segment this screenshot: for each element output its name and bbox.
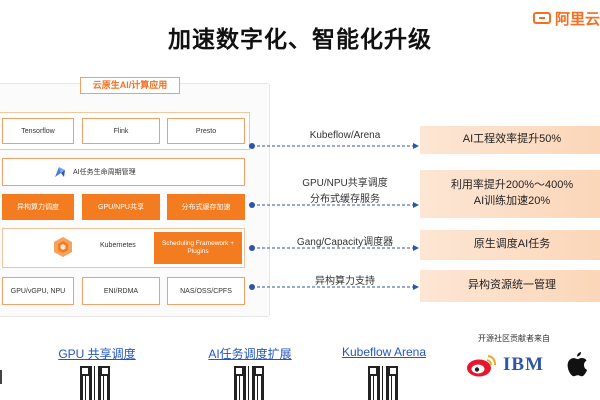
connector-kubeflow: [249, 143, 419, 149]
flow-label-scheduler: Gang/Capacity调度器: [296, 237, 394, 248]
connector-sharing: [249, 202, 419, 208]
kubernetes-hexagon-icon: [54, 237, 72, 257]
gpu-npu-sharing-box: GPU/NPU共享: [82, 194, 160, 220]
qr-code-gpu-sharing: [80, 366, 110, 400]
weibo-logo-icon: [467, 355, 496, 377]
brand-logo: 阿里云: [532, 8, 600, 28]
left-edge-marker: [0, 370, 2, 384]
ai-lifecycle-label: AI任务生命周期管理: [73, 169, 136, 176]
result-ai-efficiency: AI工程效率提升50%: [420, 126, 600, 154]
result-native-scheduling: 原生调度AI任务: [420, 230, 600, 260]
ibm-logo: IBM: [503, 355, 549, 374]
heterogeneous-scheduling-box: 异构算力调度: [2, 194, 74, 220]
kubernetes-label: Kubernetes: [100, 242, 136, 249]
connector-heterogeneous: [249, 284, 419, 290]
flow-label-sharing: GPU/NPU共享调度 分布式缓存服务: [302, 178, 388, 205]
link-ai-task-scheduling[interactable]: AI任务调度扩展: [208, 347, 292, 361]
page-title: 加速数字化、智能化升级: [168, 26, 432, 52]
infra-network-box: ENI/RDMA: [82, 277, 160, 305]
alibaba-cloud-logo-icon: [532, 12, 551, 24]
brand-logo-text: 阿里云: [554, 10, 600, 28]
framework-tensorflow: Tensorflow: [2, 118, 74, 144]
distributed-cache-box: 分布式缓存加速: [167, 194, 245, 220]
result-unified-management: 异构资源统一管理: [420, 270, 600, 302]
result-utilization: 利用率提升200%～400% AI训练加速20%: [420, 170, 600, 218]
kubeflow-icon: [55, 167, 65, 177]
ai-lifecycle-box: AI任务生命周期管理: [2, 158, 245, 186]
infra-storage-box: NAS/OSS/CPFS: [167, 277, 245, 305]
infra-gpu-box: GPU/vGPU, NPU: [2, 277, 74, 305]
link-kubeflow-arena[interactable]: Kubeflow Arena: [341, 345, 427, 359]
qr-code-ai-task-scheduling: [234, 366, 264, 400]
scheduling-framework-box: Scheduling Framework + Plugins: [154, 232, 242, 264]
contributors-title: 开源社区贡献者来自: [478, 334, 550, 343]
qr-code-kubeflow-arena: [368, 366, 398, 400]
flow-label-heterogeneous: 异构算力支持: [315, 276, 375, 287]
framework-flink: Flink: [82, 118, 160, 144]
flow-label-kubeflow: Kubeflow/Arena: [309, 130, 381, 141]
link-gpu-sharing[interactable]: GPU 共享调度: [58, 347, 136, 361]
architecture-header: 云原生AI/计算应用: [80, 77, 180, 94]
connector-scheduler: [249, 245, 419, 251]
framework-presto: Presto: [167, 118, 245, 144]
apple-logo-icon: [567, 352, 588, 377]
